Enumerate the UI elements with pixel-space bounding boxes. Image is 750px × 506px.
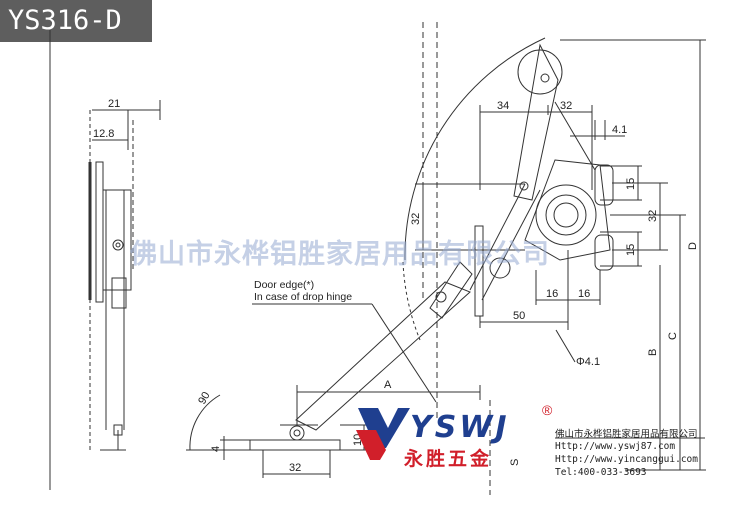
brand-mark-icon [356, 408, 410, 460]
company-name: 佛山市永桦铝胜家居用品有限公司 [555, 429, 698, 440]
dim-angle-90: 90 [196, 390, 213, 407]
watermark: 佛山市永桦铝胜家居用品有限公司 [130, 239, 550, 270]
brand-logo: YSWJ 永胜五金 ® [356, 402, 564, 474]
dim-label-b: B [647, 349, 659, 356]
dim-phi-4-1: Φ4.1 [576, 356, 600, 368]
dim-base-32: 32 [289, 462, 301, 474]
dim-bottom-16-left: 16 [546, 288, 558, 300]
dim-side-12-8: 12.8 [93, 128, 114, 140]
support-arm [295, 183, 541, 431]
door-edge-note-line1: Door edge(*) [254, 279, 315, 291]
website-2: Http://www.yincanggui.com [555, 454, 698, 465]
dim-left-32: 32 [410, 213, 422, 225]
company-rule [555, 437, 705, 439]
dim-label-c: C [667, 332, 679, 340]
dim-bottom-16-right: 16 [578, 288, 590, 300]
phone: Tel:400-033-3693 [555, 467, 647, 478]
dim-top-4-1: 4.1 [612, 124, 627, 136]
dim-label-d: D [687, 242, 699, 250]
dim-top-32: 32 [560, 100, 572, 112]
brand-chinese: 永胜五金 [404, 448, 493, 470]
registered-mark: ® [542, 402, 553, 418]
dim-base-4: 4 [210, 446, 222, 452]
dim-top-34: 34 [497, 100, 509, 112]
dim-label-a: A [384, 379, 392, 391]
dim-right-15-upper: 15 [625, 178, 637, 190]
door-edge-note-line2: In case of drop hinge [254, 291, 353, 303]
side-view [49, 30, 161, 490]
dim-right-15-lower: 15 [625, 244, 637, 256]
dim-label-s: S [509, 459, 521, 466]
dim-side-21: 21 [108, 98, 120, 110]
brand-name: YSWJ [410, 410, 510, 445]
swing-arc [404, 37, 546, 261]
website-1: Http://www.yswj87.com [555, 441, 676, 452]
dim-span-50: 50 [513, 310, 525, 322]
model-title: YS316-D [0, 0, 152, 42]
dim-right-32: 32 [647, 210, 659, 222]
base-plate [249, 424, 341, 451]
